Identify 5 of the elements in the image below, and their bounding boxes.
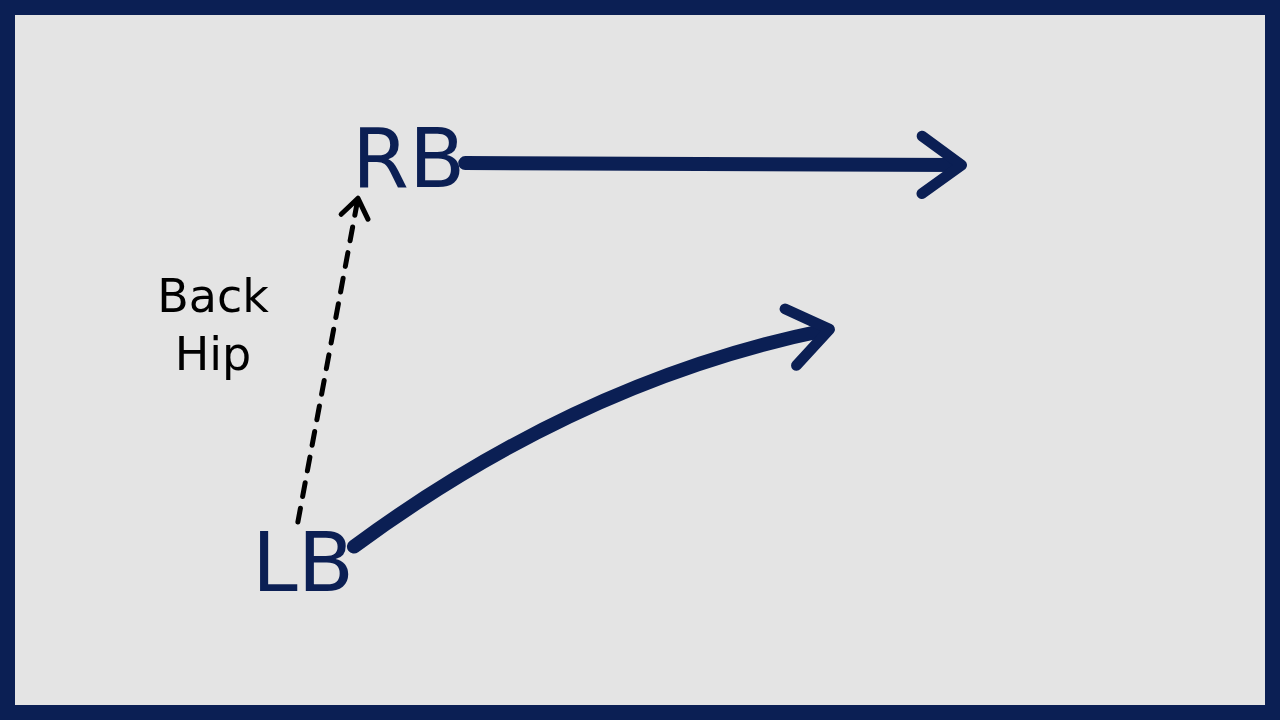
- player-label: RB: [352, 118, 466, 200]
- route-arrow: [458, 130, 967, 200]
- player-label: LB: [252, 522, 354, 604]
- dashed-arrow: [295, 195, 371, 525]
- route-arrow: [346, 304, 835, 554]
